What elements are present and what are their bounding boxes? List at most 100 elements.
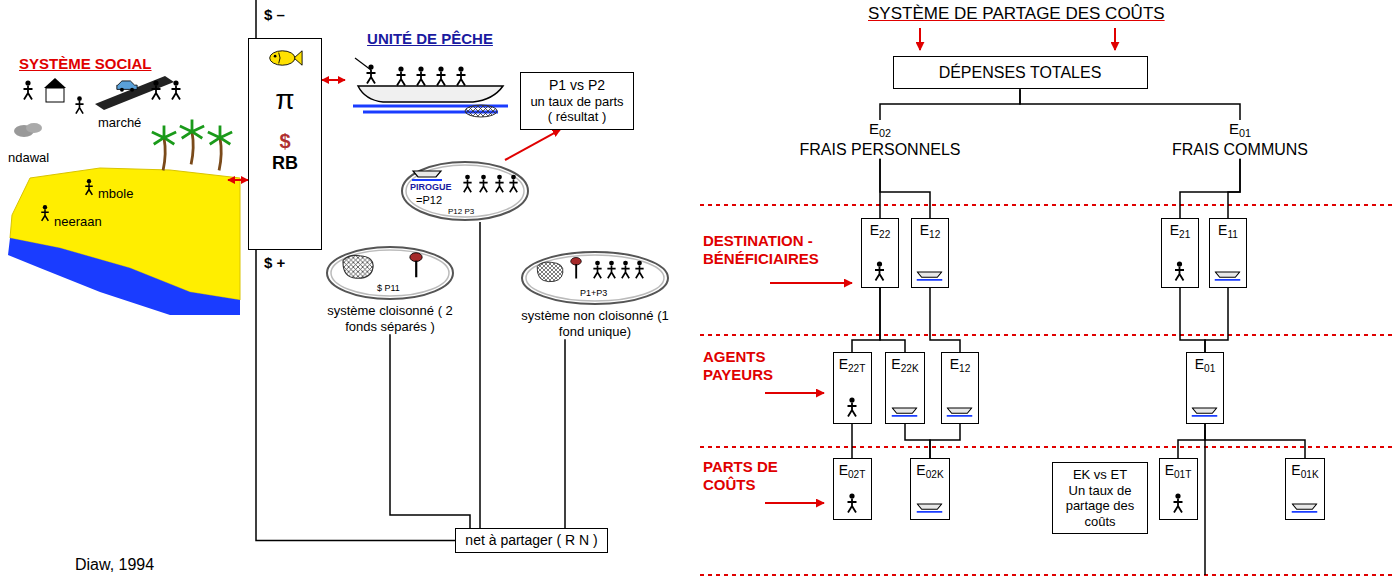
connector bbox=[1205, 288, 1228, 352]
man-icon bbox=[495, 175, 503, 193]
connector bbox=[1228, 159, 1240, 218]
node-text: FRAIS PERSONNELS bbox=[799, 140, 962, 159]
node-text: E01 bbox=[1191, 356, 1219, 375]
connector bbox=[1180, 288, 1205, 352]
connector bbox=[852, 288, 880, 352]
cost-box: E02T bbox=[833, 458, 872, 520]
node-text: E22 bbox=[866, 222, 894, 241]
node-text: un taux de parts bbox=[529, 94, 625, 110]
node-text: =P12 bbox=[416, 194, 442, 207]
node-text: $ P11 bbox=[377, 283, 400, 294]
rate-box: EK vs ETUn taux de partage des coûts bbox=[1052, 462, 1148, 534]
node-text: E12 bbox=[916, 222, 944, 241]
node-text: E22K bbox=[890, 356, 920, 375]
connector bbox=[479, 222, 481, 528]
node-text: E22T bbox=[838, 356, 867, 375]
region: SYSTÈME SOCIAL bbox=[5, 55, 228, 310]
node-text: ( résultat ) bbox=[529, 109, 625, 125]
boat-icon bbox=[917, 504, 943, 512]
node-text: P1+P3 bbox=[580, 288, 607, 299]
net-icon bbox=[343, 255, 373, 278]
boat-icon bbox=[917, 272, 943, 280]
row-label: DESTINATION - BÉNÉFICIAIRES bbox=[703, 232, 838, 268]
plate: PIROGUE=P12P12 P3 bbox=[400, 160, 530, 222]
man-icon bbox=[847, 397, 856, 416]
node-text: FRAIS COMMUNS bbox=[1171, 140, 1309, 159]
man-icon bbox=[635, 261, 643, 279]
pirogue-icon bbox=[353, 58, 508, 117]
cost-box: E22 bbox=[861, 218, 899, 288]
node-text: E21 bbox=[1166, 222, 1194, 241]
node-text: net à partager ( R N ) bbox=[464, 532, 599, 549]
row-label: PARTS DE COÛTS bbox=[703, 458, 803, 494]
node-text: E02T bbox=[838, 462, 867, 481]
pump-icon bbox=[571, 258, 582, 279]
boat-icon bbox=[1192, 408, 1218, 416]
place-label: marché bbox=[98, 115, 141, 131]
net-icon bbox=[537, 262, 563, 282]
flow-line bbox=[255, 0, 257, 38]
place-label: mbole bbox=[98, 186, 133, 202]
connector bbox=[880, 89, 1020, 120]
node-text: E01T bbox=[1164, 462, 1193, 481]
node-text: PIROGUE bbox=[410, 182, 452, 193]
plate: $ P11système cloisonné ( 2 fonds séparés… bbox=[325, 245, 455, 334]
connector bbox=[930, 288, 960, 352]
boat-icon bbox=[1292, 504, 1318, 512]
man-icon bbox=[621, 261, 629, 279]
boat-icon bbox=[892, 408, 918, 416]
result-box: net à partager ( R N ) bbox=[455, 528, 608, 553]
node-text: P1 vs P2 bbox=[529, 77, 625, 94]
node-text: SYSTÈME SOCIAL bbox=[5, 55, 228, 73]
boat-icon bbox=[1215, 272, 1241, 280]
connector bbox=[1020, 89, 1240, 120]
connector bbox=[905, 424, 930, 458]
node-text: $ bbox=[249, 129, 321, 153]
node-text: E11 bbox=[1214, 222, 1242, 241]
row-separators bbox=[700, 205, 1392, 575]
cost-box: E01K bbox=[1285, 458, 1325, 520]
cost-box: E11 bbox=[1209, 218, 1247, 288]
cost-heading: E01FRAIS COMMUNS bbox=[1171, 120, 1309, 159]
section-title: SYSTÈME DE PARTAGE DES COÛTS bbox=[868, 4, 1165, 24]
row-label: AGENTS PAYEURS bbox=[703, 348, 798, 384]
node-text: système non cloisonné (1 fond unique) bbox=[520, 308, 670, 339]
cost-box: E12 bbox=[941, 352, 979, 424]
node-text: UNITÉ DE PÊCHE bbox=[345, 30, 515, 48]
node-text: DÉPENSES TOTALES bbox=[904, 63, 1137, 82]
connector bbox=[322, 79, 345, 81]
cost-box: E22K bbox=[885, 352, 925, 424]
connector bbox=[505, 130, 560, 160]
cost-box: E02K bbox=[910, 458, 950, 520]
node-text: EK vs ET bbox=[1057, 467, 1143, 483]
cost-box: E22T bbox=[833, 352, 872, 424]
man-icon bbox=[875, 261, 884, 280]
man-icon bbox=[607, 261, 615, 279]
plate-outline bbox=[327, 247, 453, 299]
man-icon bbox=[479, 175, 487, 193]
connector bbox=[1180, 159, 1240, 218]
plate-rim bbox=[526, 255, 664, 301]
plate: P1+P3 système non cloisonné (1 fond uniqu… bbox=[520, 250, 670, 339]
caption: Diaw, 1994 bbox=[75, 555, 154, 574]
pump-icon bbox=[410, 253, 422, 278]
man-icon bbox=[509, 175, 517, 193]
connector bbox=[1178, 424, 1205, 458]
node-text: E01K bbox=[1290, 462, 1320, 481]
process-box: P1 vs P2un taux de parts( résultat ) bbox=[520, 72, 634, 130]
man-icon bbox=[463, 175, 471, 193]
total-box: DÉPENSES TOTALES bbox=[893, 56, 1148, 89]
cost-box: E01T bbox=[1159, 458, 1198, 520]
flow-sign: $ – bbox=[264, 6, 285, 24]
boat-icon bbox=[947, 408, 973, 416]
connector bbox=[228, 179, 248, 181]
connector bbox=[1205, 424, 1305, 458]
connector bbox=[880, 288, 905, 352]
man-icon bbox=[593, 261, 601, 279]
node-text: Un taux de partage des coûts bbox=[1057, 483, 1143, 530]
tree-line bbox=[1204, 430, 1206, 575]
man-icon bbox=[1175, 261, 1184, 280]
cost-box: E21 bbox=[1161, 218, 1199, 288]
connector bbox=[880, 159, 930, 218]
process-box: π$RB bbox=[248, 38, 322, 250]
